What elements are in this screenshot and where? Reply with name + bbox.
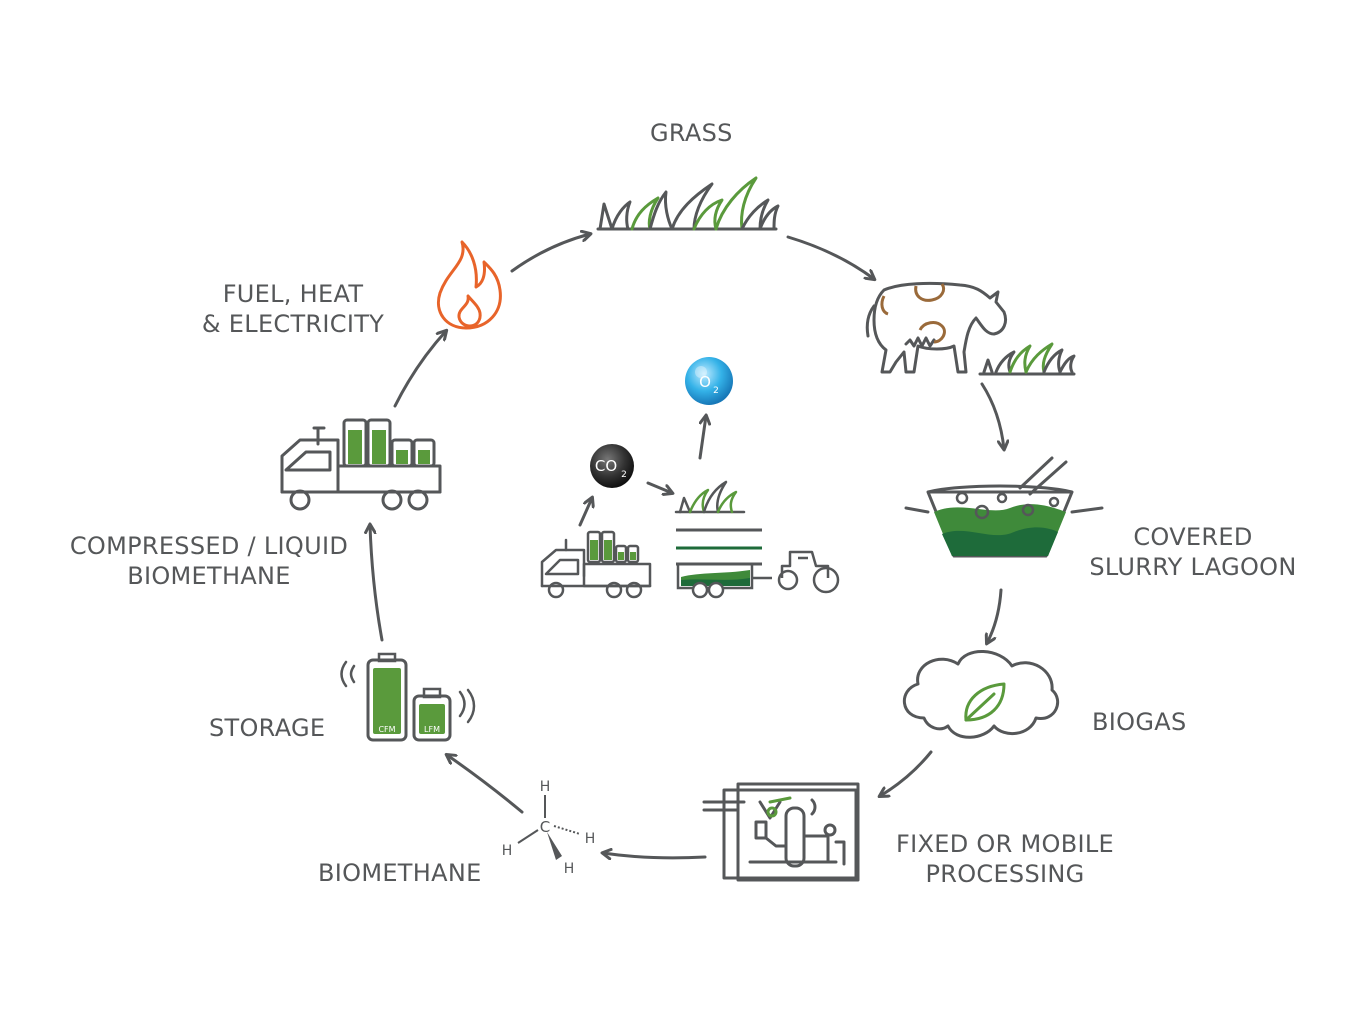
arrow-truck-to-fuel bbox=[393, 331, 446, 408]
lagoon-icon bbox=[904, 456, 1104, 558]
gas-truck-icon bbox=[280, 418, 442, 511]
center-arrow-grass-to-o2 bbox=[698, 416, 706, 460]
arrow-grass-to-cow bbox=[786, 235, 874, 279]
label-biogas: BIOGAS bbox=[1092, 707, 1186, 737]
arrow-cow-to-lagoon bbox=[980, 382, 1004, 449]
methane-h-top: H bbox=[540, 779, 551, 795]
label-fuel-line1: FUEL, HEAT bbox=[222, 280, 364, 308]
methane-h-bottom: H bbox=[564, 861, 575, 877]
arrow-lagoon-to-biogas bbox=[987, 588, 1003, 643]
label-compressed-line2: BIOMETHANE bbox=[127, 562, 291, 590]
fire-icon bbox=[437, 240, 502, 330]
center-truck-icon bbox=[540, 530, 652, 599]
processing-unit-icon bbox=[702, 782, 860, 882]
center-grass-icon bbox=[674, 480, 746, 514]
methane-h-left: H bbox=[502, 843, 513, 859]
cycle-arrows bbox=[370, 234, 1004, 858]
label-storage-text: STORAGE bbox=[209, 714, 326, 742]
arrow-fuel-to-grass bbox=[510, 234, 590, 273]
tractor-icon bbox=[777, 550, 840, 594]
co2-bubble-icon: CO 2 bbox=[590, 444, 634, 488]
soil-layers bbox=[676, 528, 762, 566]
label-covered-slurry-lagoon: COVERED SLURRY LAGOON bbox=[1084, 522, 1302, 582]
cow-icon bbox=[865, 281, 1076, 376]
co2-subscript: 2 bbox=[621, 470, 627, 480]
o2-label: O bbox=[699, 373, 711, 391]
storage-tank-right-label: LFM bbox=[424, 725, 440, 734]
methane-molecule-icon: C H H H H bbox=[502, 779, 596, 877]
cow-grass bbox=[982, 342, 1076, 374]
o2-bubble-icon: O 2 bbox=[685, 357, 733, 405]
methane-h-right: H bbox=[585, 831, 596, 847]
label-biogas-text: BIOGAS bbox=[1092, 708, 1187, 736]
arrow-biogas-to-processing bbox=[880, 750, 933, 796]
label-grass-text: GRASS bbox=[650, 119, 733, 147]
label-fuel-heat-electricity: FUEL, HEAT & ELECTRICITY bbox=[198, 279, 388, 339]
storage-tanks-icon: CFM LFM bbox=[340, 652, 476, 742]
label-fuel-line2: & ELECTRICITY bbox=[201, 310, 385, 338]
grass-icon bbox=[596, 176, 780, 231]
label-lagoon-line2: SLURRY LAGOON bbox=[1089, 553, 1297, 581]
label-fixed-or-mobile-processing: FIXED OR MOBILE PROCESSING bbox=[890, 829, 1120, 889]
label-compressed-line1: COMPRESSED / LIQUID bbox=[69, 532, 349, 560]
arrow-processing-to-biomethane bbox=[603, 853, 707, 858]
label-lagoon-line1: COVERED bbox=[1133, 523, 1253, 551]
label-biomethane: BIOMETHANE bbox=[318, 858, 482, 888]
processing-accents bbox=[766, 796, 792, 818]
o2-subscript: 2 bbox=[713, 386, 719, 396]
methane-carbon: C bbox=[540, 818, 550, 836]
co2-label: CO bbox=[595, 457, 617, 475]
label-processing-line1: FIXED OR MOBILE bbox=[896, 830, 1114, 858]
label-biomethane-text: BIOMETHANE bbox=[318, 859, 482, 887]
center-arrow-truck-to-co2 bbox=[578, 498, 592, 527]
storage-tank-left-label: CFM bbox=[378, 725, 395, 734]
label-compressed-liquid-biomethane: COMPRESSED / LIQUID BIOMETHANE bbox=[64, 531, 354, 591]
center-illustration: CO 2 O 2 bbox=[540, 357, 840, 599]
center-arrow-co2-to-grass bbox=[646, 481, 672, 493]
trailer-icon bbox=[676, 564, 772, 599]
label-grass: GRASS bbox=[650, 118, 733, 148]
arrow-storage-to-truck bbox=[370, 525, 384, 642]
arrow-biomethane-to-storage bbox=[447, 755, 524, 814]
label-storage: STORAGE bbox=[209, 713, 325, 743]
biogas-cloud-icon bbox=[902, 650, 1059, 739]
cow-spots bbox=[880, 283, 946, 344]
label-processing-line2: PROCESSING bbox=[925, 860, 1085, 888]
